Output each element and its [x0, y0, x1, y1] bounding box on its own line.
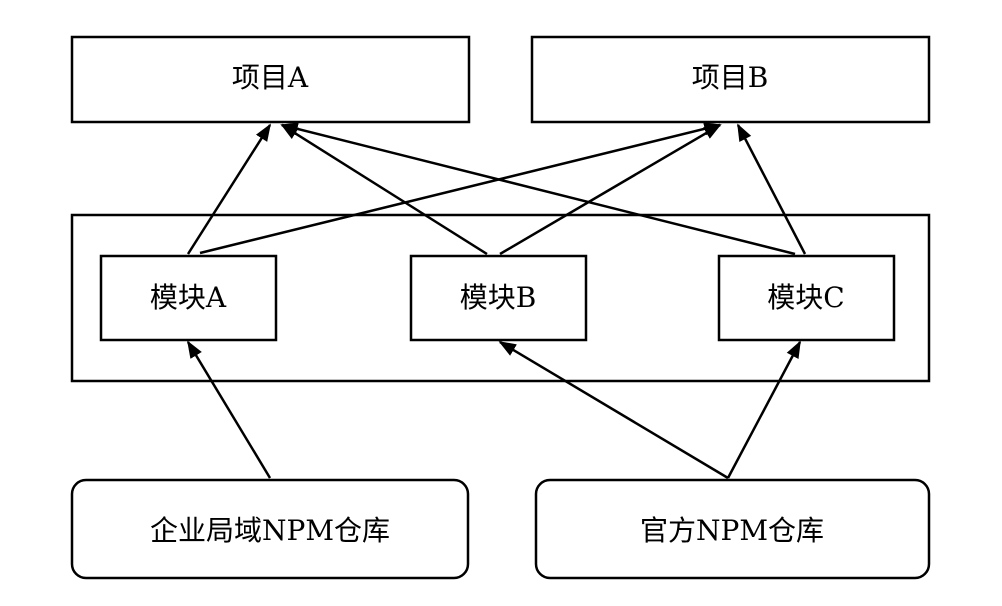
- enterprise-npm-repo-node: 企业局域NPM仓库: [70, 478, 470, 580]
- module-c-node: 模块C: [717, 254, 896, 342]
- arrow-enterprise-repo-to-moduleA: [186, 340, 272, 479]
- module-b-label: 模块B: [460, 281, 537, 314]
- official-npm-repo-node: 官方NPM仓库: [534, 478, 931, 580]
- project-a-label: 项目A: [232, 61, 309, 94]
- module-c-label: 模块C: [767, 281, 844, 314]
- arrow-moduleB-to-projectA: [280, 123, 488, 256]
- dependency-arrows: [186, 122, 807, 480]
- arrow-moduleA-to-projectB: [199, 122, 722, 255]
- module-a-label: 模块A: [150, 281, 227, 314]
- arrow-moduleC-to-projectA: [280, 122, 796, 256]
- module-b-node: 模块B: [409, 254, 588, 342]
- arrow-official-repo-to-moduleC: [726, 340, 802, 479]
- project-b-node: 项目B: [530, 35, 931, 124]
- project-a-node: 项目A: [70, 35, 471, 124]
- arrow-moduleC-to-projectB: [736, 123, 807, 255]
- arrow-moduleA-to-projectA: [186, 123, 272, 255]
- official-npm-repo-label: 官方NPM仓库: [640, 514, 824, 547]
- module-a-node: 模块A: [99, 254, 278, 342]
- project-b-label: 项目B: [692, 61, 769, 94]
- enterprise-npm-repo-label: 企业局域NPM仓库: [150, 514, 390, 547]
- arrow-moduleB-to-projectB: [499, 123, 722, 256]
- arrow-official-repo-to-moduleB: [498, 340, 729, 480]
